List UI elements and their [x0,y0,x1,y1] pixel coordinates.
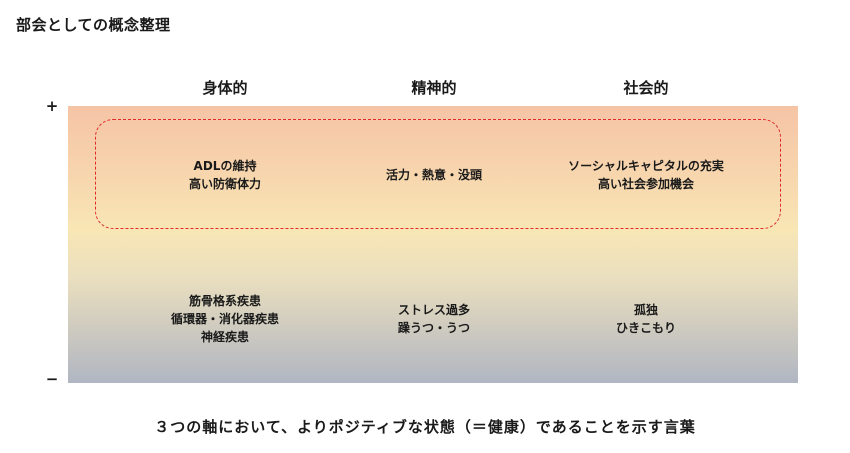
cell-mental-negative: ストレス過多 躁うつ・うつ [324,301,544,337]
gradient-panel [68,106,798,383]
cell-line: 神経疾患 [200,330,249,344]
cell-line: 孤独 [633,303,658,317]
cell-social-negative: 孤独 ひきこもり [536,301,756,337]
cell-line: 高い防衛体力 [188,177,261,191]
cell-line: ソーシャルキャピタルの充実 [568,159,724,173]
cell-mental-positive: 活力・熱意・没頭 [324,166,544,184]
plus-sign: + [45,97,59,115]
minus-sign: − [45,370,59,388]
column-header-mental: 精神的 [411,79,457,97]
cell-line: ひきこもり [615,321,676,335]
column-header-physical: 身体的 [202,79,248,97]
cell-line: ストレス過多 [397,303,470,317]
footer-caption: ３つの軸において、よりポジティブな状態（＝健康）であることを示す言葉 [154,418,696,436]
page-title: 部会としての概念整理 [16,16,171,34]
cell-social-positive: ソーシャルキャピタルの充実 高い社会参加機会 [536,157,756,193]
cell-physical-negative: 筋骨格系疾患 循環器・消化器疾患 神経疾患 [115,292,335,346]
cell-line: 活力・熱意・没頭 [385,168,482,182]
cell-line: 高い社会参加機会 [597,177,694,191]
cell-line: ADLの維持 [193,159,257,173]
cell-line: 筋骨格系疾患 [188,294,261,308]
cell-physical-positive: ADLの維持 高い防衛体力 [115,157,335,193]
positive-highlight-box [95,119,781,229]
cell-line: 循環器・消化器疾患 [170,312,279,326]
cell-line: 躁うつ・うつ [397,321,470,335]
column-header-social: 社会的 [623,79,669,97]
